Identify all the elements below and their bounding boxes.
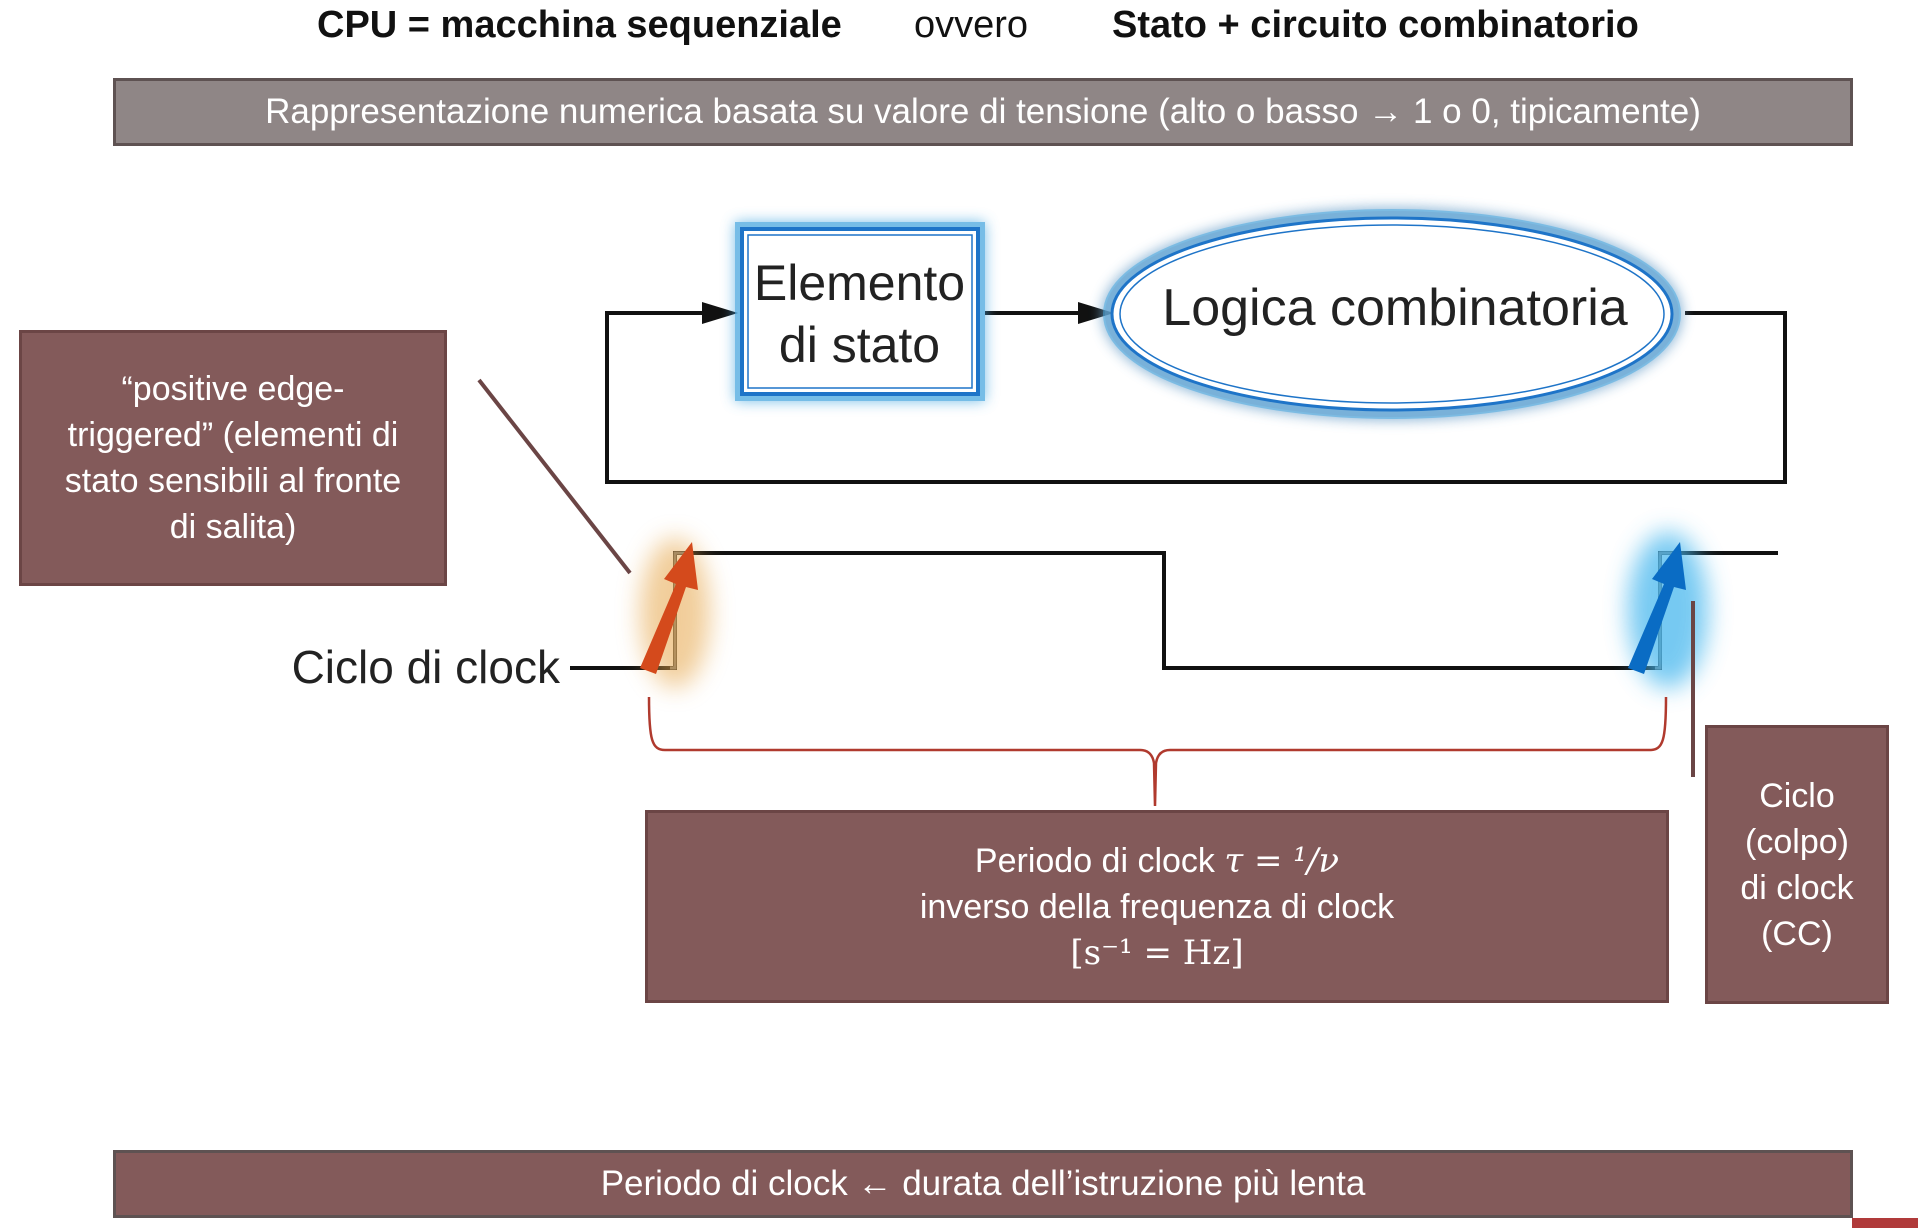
bottom-banner: Periodo di clock ← durata dell’istruzion… [113,1150,1853,1218]
slide-title: CPU = macchina sequenziale ovvero Stato … [0,4,1918,54]
period-callout-line1: Periodo di clock τ = ¹/ν [975,838,1339,884]
rising-edge-arrow-blue-icon [1628,532,1708,688]
period-callout-line3: [s⁻¹ = Hz] [1070,932,1244,973]
rising-edge-arrow-orange-icon [640,538,710,688]
edge-callout-line2: triggered” (elementi di [67,416,399,454]
combinational-logic-ellipse [1103,209,1681,419]
top-banner: Rappresentazione numerica basata su valo… [113,78,1853,146]
clock-period-callout: Periodo di clock τ = ¹/ν inverso della f… [645,810,1669,1003]
cc-callout-line1: Ciclo [1759,776,1835,815]
combinational-logic-label: Logica combinatoria [1162,279,1628,337]
title-middle: ovvero [914,4,1029,46]
edge-triggered-callout: “positive edge- triggered” (elementi di … [19,330,447,586]
edge-callout-line4: di salita) [169,508,297,546]
period-formula: τ = ¹/ν [1224,840,1340,881]
edge-callout-connector [477,378,632,575]
title-left: CPU = macchina sequenziale [317,4,842,46]
title-right: Stato + circuito combinatorio [1112,4,1639,46]
cc-callout-line2: (colpo) [1745,822,1849,861]
slide-corner-accent [1852,1218,1918,1228]
clock-cycle-callout: Ciclo (colpo) di clock (CC) [1705,725,1889,1004]
period-callout-text: Periodo di clock [974,841,1215,880]
state-element-label-line1: Elemento [753,255,966,311]
edge-callout-line3: stato sensibili al fronte [64,462,402,500]
clock-cycle-label: Ciclo di clock [291,641,560,693]
cc-callout-line3: di clock [1740,868,1854,907]
cc-callout-line4: (CC) [1761,914,1833,953]
arrow-into-state-icon [702,302,738,324]
state-element-label-line2: di stato [778,317,941,373]
state-element-label: Elemento di stato [742,252,977,376]
period-brace [647,696,1668,807]
clock-waveform [570,551,1778,670]
edge-callout-line1: “positive edge- [121,370,345,408]
period-callout-line2: inverso della frequenza di clock [919,887,1395,926]
state-element-box [735,222,985,401]
arrow-into-logic-icon [1078,302,1114,324]
